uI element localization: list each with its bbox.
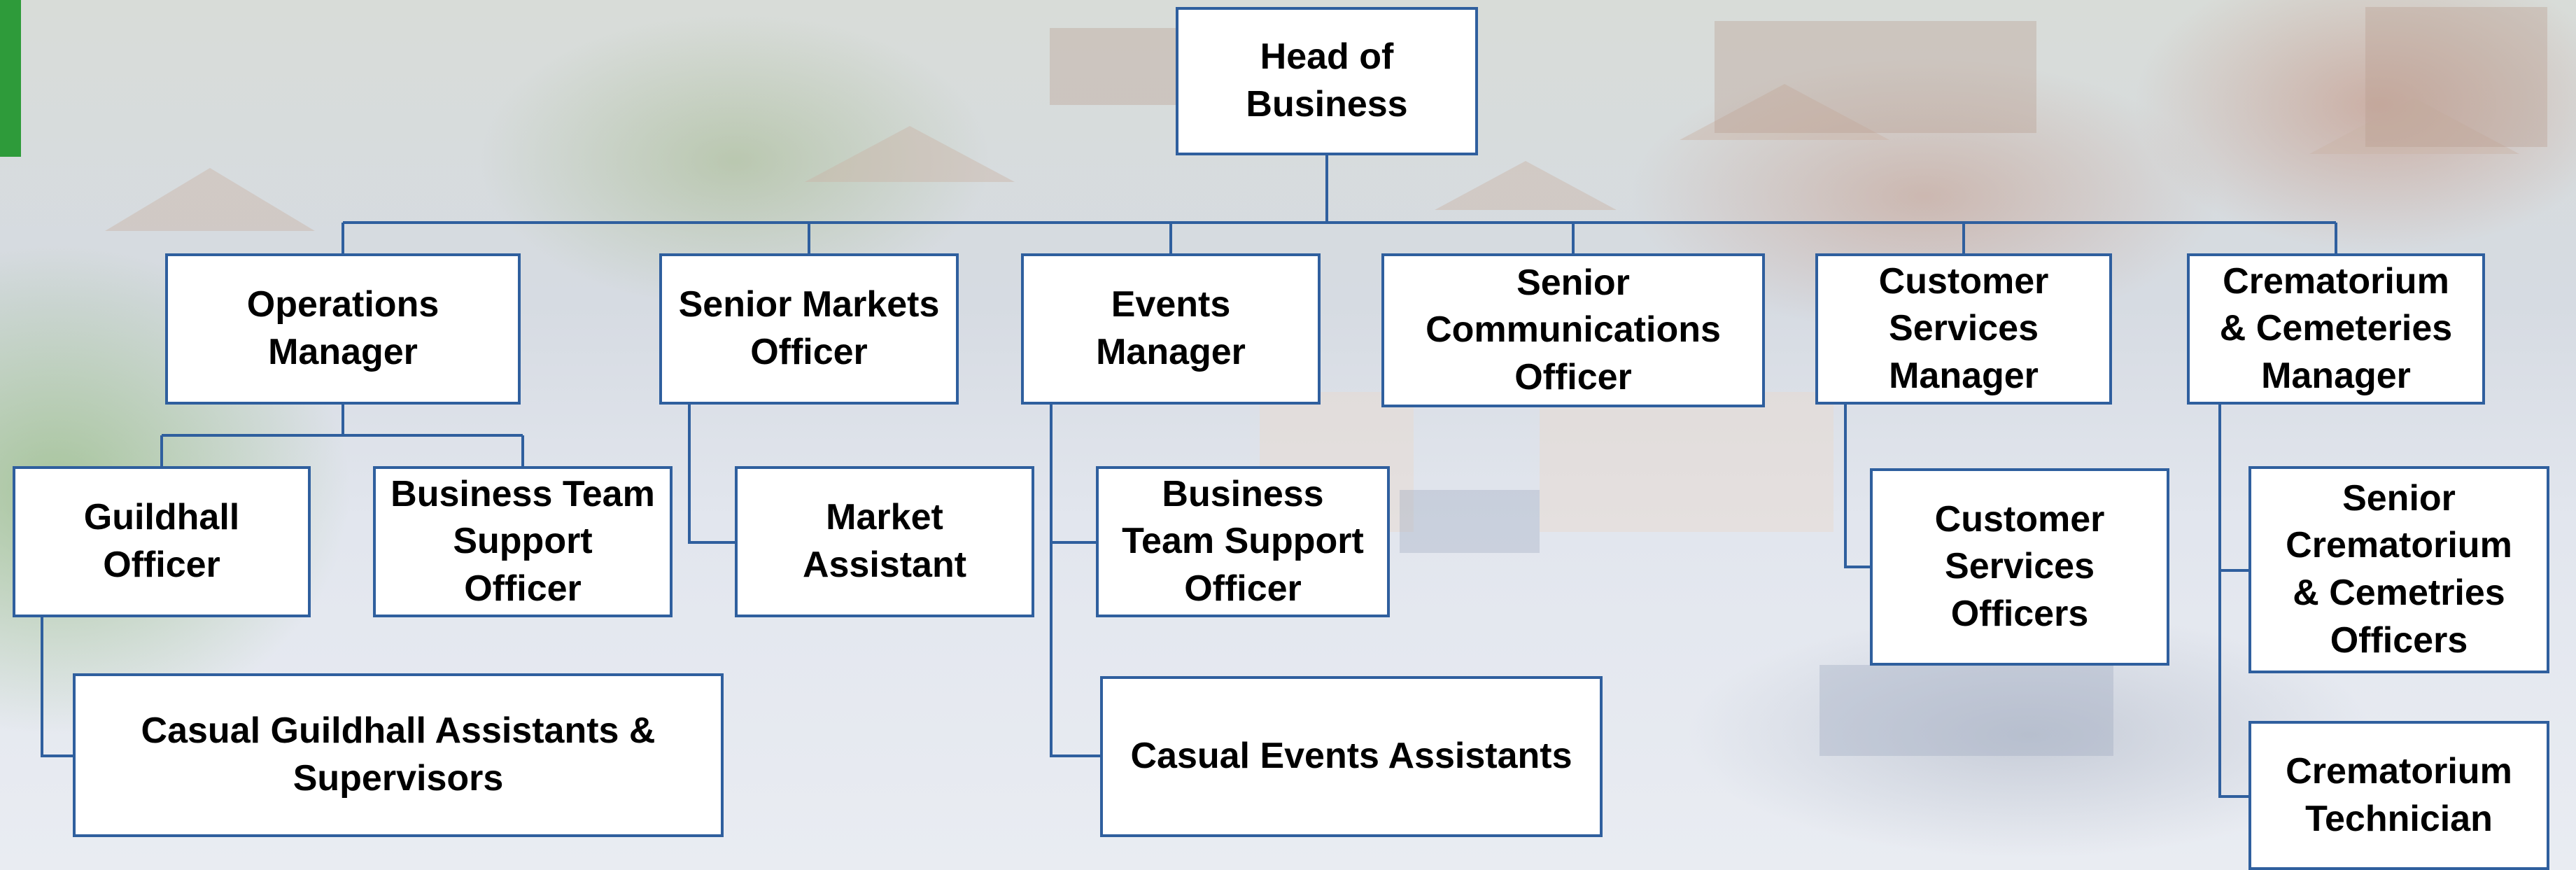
connector-events-to-bts [1050,405,1096,544]
brand-accent-tab [0,0,21,157]
casual-events-assistants-label: Casual Events Assistants [1130,736,1572,777]
connector-crem-to-senior [2218,405,2248,572]
connector-crem-to-technician [2218,570,2248,798]
connector-markets-to-assistant [688,405,735,544]
connector-cs-to-officers [1844,405,1870,568]
casual-guildhall-assistants-box: Casual Guildhall Assistants &Supervisors [73,673,724,837]
casual-guildhall-assistants-label: Casual Guildhall Assistants &Supervisors [141,710,656,799]
casual-events-assistants-box: Casual Events Assistants [1100,676,1603,837]
connector-guildhall-to-casual [41,617,73,757]
connector-events-to-casual [1050,542,1100,757]
